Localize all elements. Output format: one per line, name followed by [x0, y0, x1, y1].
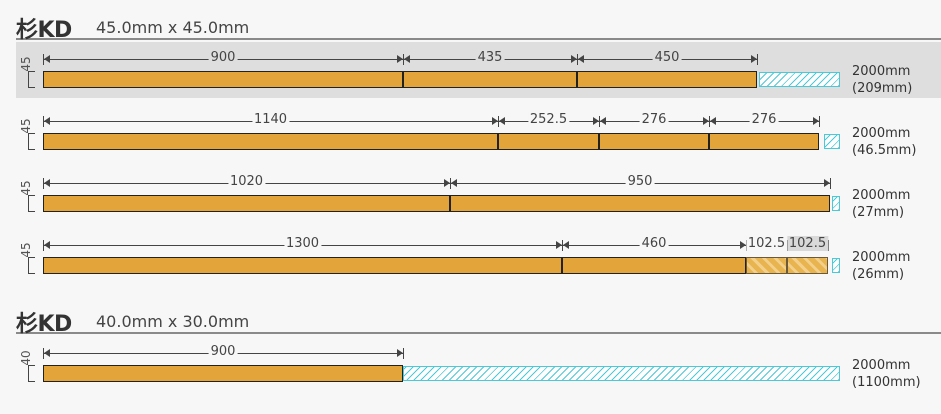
dimension-label: 276 — [639, 112, 669, 127]
dimension-arrow-left — [578, 55, 584, 63]
dimension-arrow-left — [44, 55, 50, 63]
dimension-tick — [830, 178, 831, 189]
dimension-arrow-right — [703, 117, 709, 125]
scrap-remainder — [824, 134, 840, 149]
cut-piece[interactable] — [577, 71, 757, 88]
board-remainder: (46.5mm) — [852, 143, 917, 158]
section-header-1: 杉KD 45.0mm x 45.0mm — [16, 12, 941, 43]
thickness-bracket — [28, 71, 35, 88]
board-bar — [43, 365, 841, 382]
board-remainder: (209mm) — [852, 81, 913, 96]
cut-piece[interactable] — [403, 71, 577, 88]
dimension-tick — [819, 116, 820, 127]
thickness-bracket — [28, 257, 35, 274]
section-dimensions: 40.0mm x 30.0mm — [96, 312, 250, 331]
board-usage: 2000mm (1100mm) — [852, 357, 921, 391]
dimension-arrow-right — [397, 55, 403, 63]
section-title: 杉KD — [16, 18, 72, 43]
dimension-arrow-left — [404, 55, 410, 63]
cut-piece[interactable] — [43, 71, 403, 88]
board-bar — [43, 71, 841, 88]
dimension-arrow-right — [740, 241, 746, 249]
dimension-arrow-right — [444, 179, 450, 187]
dimension-tick — [828, 240, 829, 251]
dimension-arrow-left — [563, 241, 569, 249]
dimension-label: 900 — [208, 50, 238, 65]
dimension-arrow-left — [44, 117, 50, 125]
dimension-arrow-right — [556, 241, 562, 249]
board-length: 2000mm — [852, 358, 911, 373]
dimension-arrow-right — [397, 349, 403, 357]
board-length: 2000mm — [852, 64, 911, 79]
thickness-bracket — [28, 365, 35, 382]
dimension-tick — [757, 54, 758, 65]
scrap-remainder — [403, 366, 840, 381]
dimension-arrow-left — [44, 179, 50, 187]
dimension-label: 102.5 — [786, 236, 829, 251]
dimension-arrow-left — [600, 117, 606, 125]
board-bar — [43, 257, 841, 274]
scrap-remainder — [759, 72, 840, 87]
dimension-label: 435 — [475, 50, 505, 65]
thickness-bracket — [28, 195, 35, 212]
scrap-remainder — [832, 196, 840, 211]
cut-piece[interactable] — [43, 195, 450, 212]
board-bar — [43, 133, 841, 150]
dimension-label: 450 — [652, 50, 682, 65]
scrap-remainder — [832, 258, 840, 273]
board-length: 2000mm — [852, 188, 911, 203]
section-dimensions: 45.0mm x 45.0mm — [96, 18, 250, 37]
cut-piece[interactable] — [43, 133, 498, 150]
thickness-bracket — [28, 133, 35, 150]
board-length: 2000mm — [852, 250, 911, 265]
dimension-label: 252.5 — [527, 112, 570, 127]
cut-piece[interactable] — [746, 257, 787, 274]
dimension-arrow-left — [44, 349, 50, 357]
dimension-arrow-right — [571, 55, 577, 63]
cut-piece[interactable] — [562, 257, 746, 274]
cut-piece[interactable] — [43, 365, 403, 382]
cut-piece[interactable] — [498, 133, 599, 150]
dimension-label: 460 — [639, 236, 669, 251]
board-remainder: (26mm) — [852, 267, 905, 282]
cut-piece[interactable] — [450, 195, 830, 212]
dimension-label: 102.5 — [745, 236, 788, 251]
dimension-arrow-right — [492, 117, 498, 125]
board-usage: 2000mm (209mm) — [852, 63, 912, 97]
board-usage: 2000mm (27mm) — [852, 187, 910, 221]
board-bar — [43, 195, 841, 212]
dimension-arrow-right — [751, 55, 757, 63]
dimension-label: 950 — [625, 174, 655, 189]
board-usage: 2000mm (26mm) — [852, 249, 910, 283]
section-title: 杉KD — [16, 312, 72, 337]
dimension-tick — [403, 348, 404, 359]
dimension-label: 1140 — [251, 112, 290, 127]
cut-piece[interactable] — [43, 257, 562, 274]
dimension-arrow-left — [451, 179, 457, 187]
dimension-arrow-right — [593, 117, 599, 125]
board-usage: 2000mm (46.5mm) — [852, 125, 916, 159]
dimension-arrow-left — [499, 117, 505, 125]
cut-piece[interactable] — [787, 257, 828, 274]
dimension-label: 1020 — [227, 174, 266, 189]
cut-piece[interactable] — [709, 133, 819, 150]
dimension-arrow-right — [813, 117, 819, 125]
dimension-arrow-left — [710, 117, 716, 125]
dimension-label: 900 — [208, 344, 238, 359]
dimension-arrow-right — [824, 179, 830, 187]
cut-piece[interactable] — [599, 133, 709, 150]
dimension-label: 1300 — [283, 236, 322, 251]
board-length: 2000mm — [852, 126, 911, 141]
section-header-2: 杉KD 40.0mm x 30.0mm — [16, 306, 941, 337]
board-remainder: (1100mm) — [852, 375, 921, 390]
dimension-arrow-left — [44, 241, 50, 249]
dimension-label: 276 — [749, 112, 779, 127]
board-remainder: (27mm) — [852, 205, 905, 220]
